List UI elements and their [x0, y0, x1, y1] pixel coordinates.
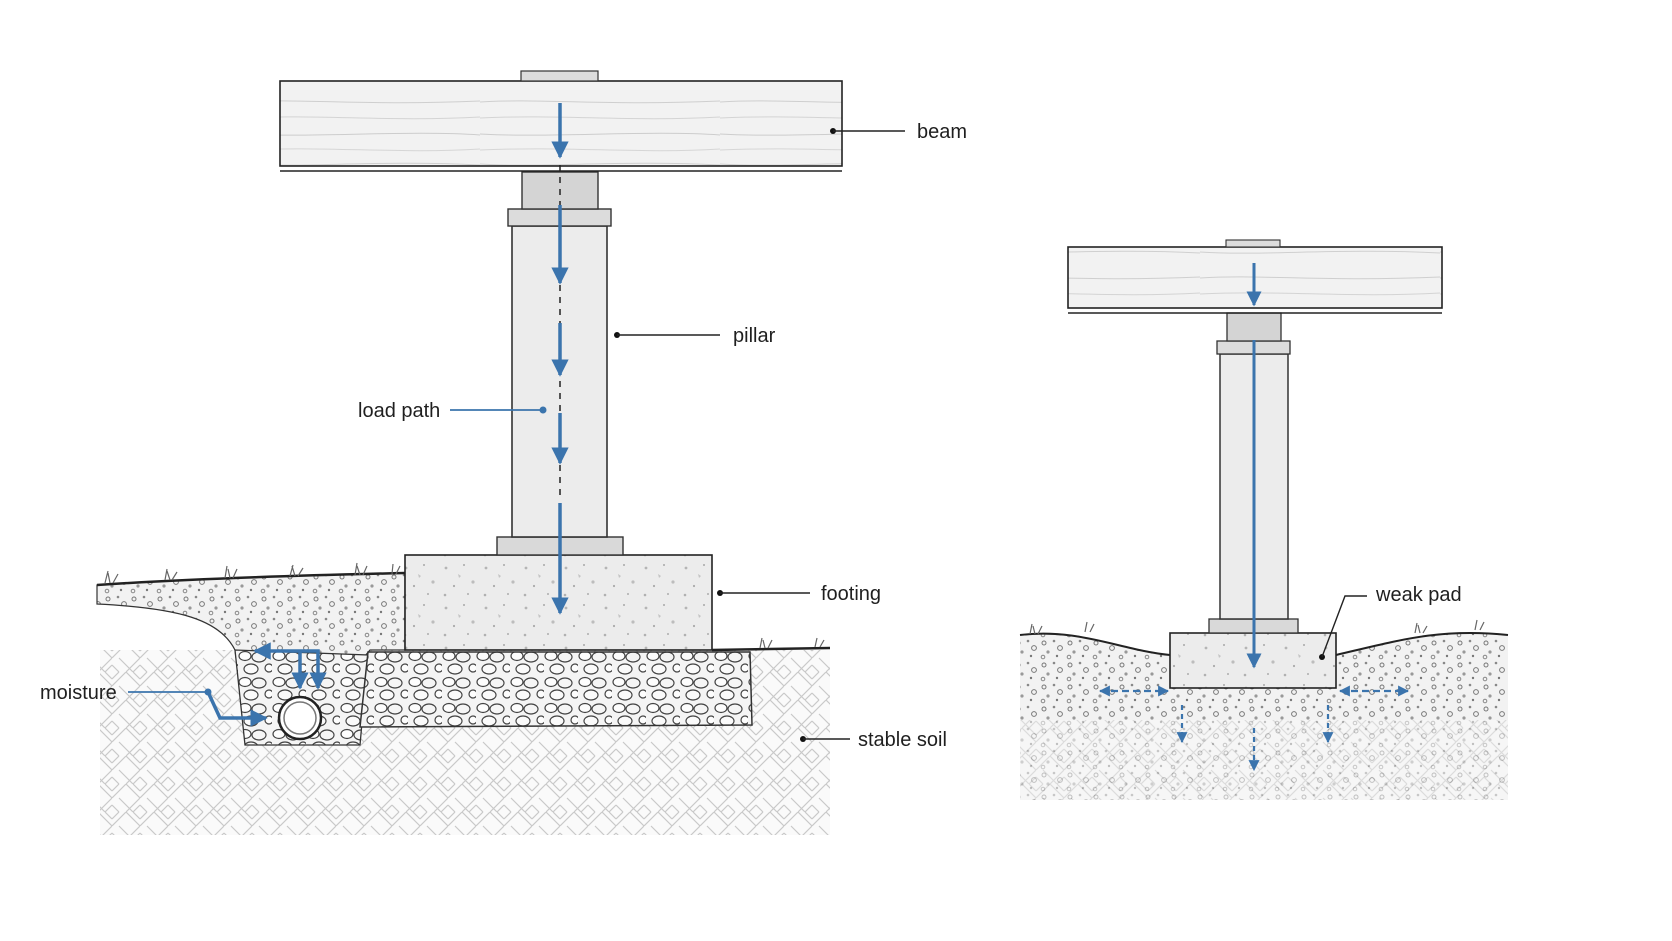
right-pillar-cap	[1226, 312, 1282, 342]
ground-line	[96, 571, 406, 587]
label-moisture: moisture	[40, 682, 117, 704]
label-footing: footing	[821, 583, 881, 605]
label-stable-soil: stable soil	[858, 729, 947, 751]
label-weak-pad: weak pad	[1375, 584, 1462, 606]
label-beam: beam	[917, 121, 967, 143]
right-beam-top-plate	[1225, 239, 1281, 248]
right-assembly	[1019, 239, 1509, 800]
label-load-path: load path	[358, 400, 440, 422]
drain-pipe	[277, 695, 323, 741]
moisture-arrows	[253, 642, 327, 690]
stone-bed	[359, 651, 753, 728]
left-assembly	[96, 70, 843, 835]
label-pillar: pillar	[733, 325, 776, 347]
beam-top-plate	[520, 70, 599, 82]
grass-tufts	[104, 562, 825, 649]
weak-ground-line	[1019, 632, 1171, 656]
callouts: beam pillar load path footing moisture s…	[40, 121, 1462, 751]
